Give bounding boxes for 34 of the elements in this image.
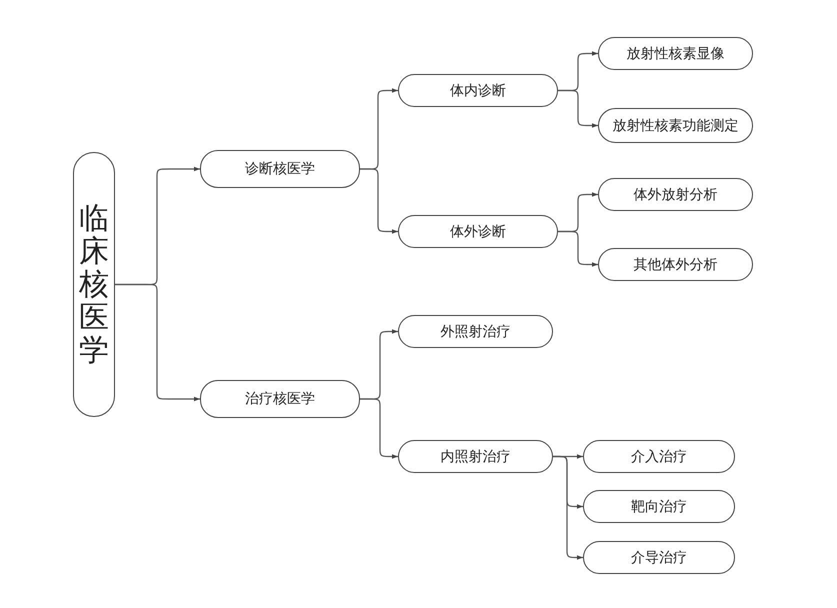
topic-label: 临床核医学 [79, 202, 109, 367]
topic-label: 介导治疗 [631, 548, 687, 566]
topic-box [398, 440, 553, 473]
connector-arrow [553, 456, 583, 560]
connector-arrow [360, 398, 398, 459]
topic-label: 放射性核素显像 [626, 44, 724, 62]
topic-box [398, 315, 553, 348]
topic-label: 体内诊断 [450, 82, 506, 100]
topic-box [398, 215, 558, 248]
topic-box [398, 74, 558, 107]
root-topic-box [73, 152, 115, 417]
topic-label: 体外放射分析 [634, 186, 718, 204]
topic-label: 体外诊断 [450, 222, 506, 240]
topic-box [598, 248, 753, 281]
topic-label: 靶向治疗 [631, 498, 687, 516]
connector-arrow [115, 284, 200, 402]
topic-label: 介入治疗 [631, 448, 687, 466]
topic-box [598, 108, 753, 143]
topic-box [583, 440, 735, 473]
topic-label: 其他体外分析 [634, 256, 718, 274]
topic-label: 放射性核素功能测定 [612, 116, 738, 134]
connector-arrow [558, 90, 598, 128]
connector-arrow [558, 230, 598, 267]
topic-box [583, 490, 735, 523]
topic-label: 治疗核医学 [245, 390, 315, 408]
topic-label: 外照射治疗 [440, 322, 510, 340]
topic-box [200, 150, 360, 188]
topic-label: 诊断核医学 [245, 160, 315, 178]
topic-box [598, 178, 753, 211]
topic-box [200, 380, 360, 418]
topic-box [598, 37, 753, 70]
connector-arrow [360, 168, 398, 234]
topic-box [583, 541, 735, 574]
topic-label: 内照射治疗 [440, 448, 510, 466]
